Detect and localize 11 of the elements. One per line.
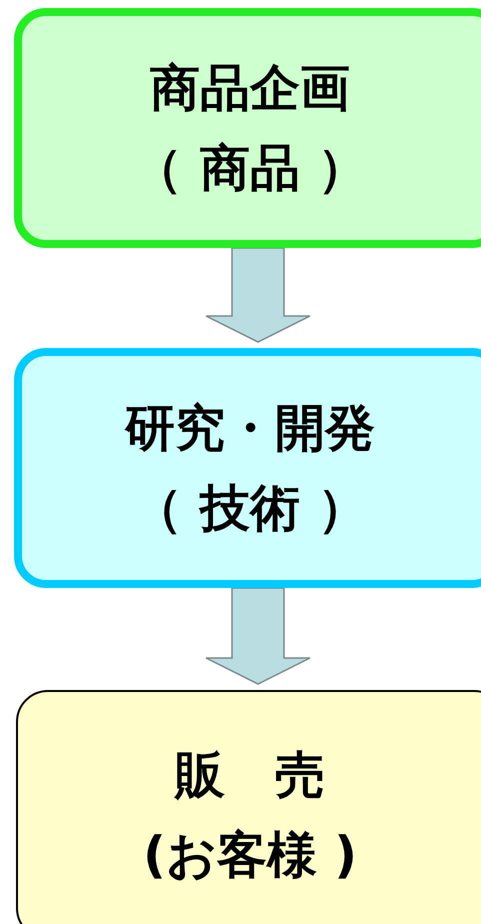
planning-box bbox=[14, 8, 481, 248]
sales-box bbox=[16, 690, 481, 924]
box-title: 販 売 bbox=[175, 745, 325, 806]
box-title: 商品企画 bbox=[150, 58, 350, 119]
box-subtitle: （ 技術 ） bbox=[132, 478, 368, 539]
block-arrow bbox=[205, 247, 311, 343]
box-subtitle: （ 商品 ） bbox=[132, 138, 368, 199]
box-title: 研究・開発 bbox=[125, 398, 375, 459]
block-arrow bbox=[205, 587, 311, 685]
research-box bbox=[14, 348, 481, 588]
box-subtitle: (お客様 ) bbox=[142, 825, 358, 886]
